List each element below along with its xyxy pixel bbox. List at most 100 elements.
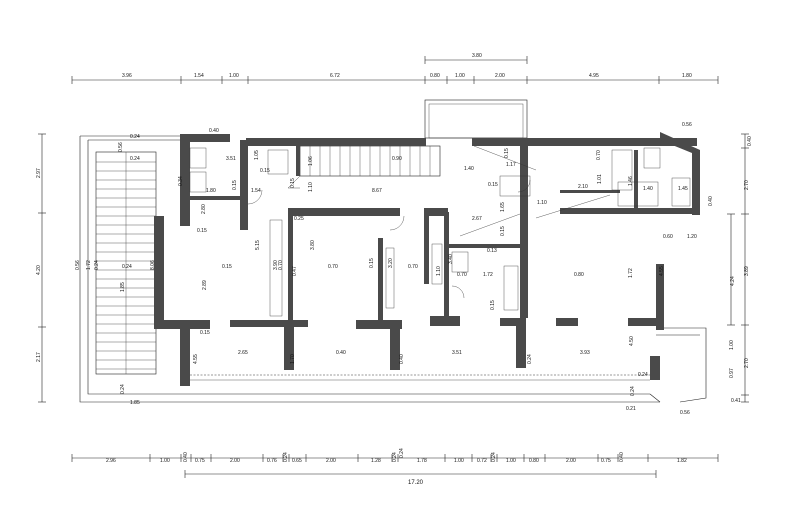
interior-dim-54: 0.15 — [490, 300, 496, 310]
dim-top-7: 4.95 — [589, 73, 599, 79]
terrace-outline — [79, 135, 707, 403]
dim-left-1: 4.20 — [36, 265, 42, 275]
interior-dim-11: 0.70 — [596, 150, 602, 160]
dim-top-5: 1.00 — [455, 73, 465, 79]
interior-dim-10: 0.15 — [504, 148, 510, 158]
interior-dim-58: 3.51 — [452, 350, 462, 356]
interior-dim-63: 0.40 — [399, 354, 405, 364]
interior-dimension-labels: 0.40 0.24 0.56 0.24 3.51 1.05 1.06 0.90 … — [75, 122, 714, 458]
interior-dim-62: 1.70 — [290, 354, 296, 364]
interior-dim-12: 2.10 — [578, 184, 588, 190]
interior-dim-48: 4.55 — [659, 266, 665, 276]
interior-dim-40: 3.90 — [273, 260, 279, 270]
dim-bottom-5: 0.76 — [267, 458, 277, 464]
interior-dim-72: 0.56 — [680, 410, 690, 416]
dim-left-0: 2.97 — [36, 168, 42, 178]
right-dimension-chain: 0.40 2.70 3.89 4.24 1.00 2.70 0.97 0.41 — [727, 133, 753, 404]
interior-dim-67: 0.24 — [630, 386, 636, 396]
dim-bottom-7: 0.65 — [292, 458, 302, 464]
interior-dim-77: 0.24 — [94, 260, 100, 270]
interior-dim-78: 8.06 — [150, 260, 156, 270]
dim-right-7: 0.41 — [731, 398, 741, 404]
interior-dim-61: 4.55 — [193, 354, 199, 364]
interior-dim-24: 8.67 — [372, 188, 382, 194]
interior-dim-73: 0.24 — [122, 264, 132, 270]
dim-top-0: 3.96 — [122, 73, 132, 79]
interior-dim-66: 0.24 — [638, 372, 648, 378]
interior-dim-55: 0.15 — [200, 330, 210, 336]
dim-bottom-19: 0.40 — [619, 452, 625, 462]
dim-left-2: 2.17 — [36, 352, 42, 362]
interior-dim-68: 0.21 — [626, 406, 636, 412]
interior-dim-39: 0.15 — [222, 264, 232, 270]
interior-dim-43: 0.70 — [408, 264, 418, 270]
interior-dim-28: 2.80 — [201, 204, 207, 214]
interior-dim-44: 1.10 — [436, 266, 442, 276]
interior-dim-26: 1.10 — [537, 200, 547, 206]
interior-dim-3: 0.24 — [130, 156, 140, 162]
interior-dim-45: 0.70 — [457, 272, 467, 278]
dim-bottom-16: 0.80 — [529, 458, 539, 464]
dim-top-1: 1.54 — [194, 73, 204, 79]
interior-dim-14: 1.46 — [628, 176, 634, 186]
dim-bottom-4: 2.00 — [230, 458, 240, 464]
interior-dim-21: 1.54 — [251, 188, 261, 194]
dim-bottom-1: 1.00 — [160, 458, 170, 464]
interior-dim-65: 0.24 — [399, 448, 405, 458]
interior-dim-7: 0.90 — [392, 156, 402, 162]
stair-left — [95, 151, 157, 375]
walls — [154, 132, 700, 386]
dim-total-width: 17.20 — [408, 480, 424, 486]
interior-dim-52: 0.13 — [487, 248, 497, 254]
dim-top-4: 0.80 — [430, 73, 440, 79]
dim-right-2: 3.89 — [744, 266, 750, 276]
dim-bottom-13: 0.72 — [477, 458, 487, 464]
interior-dim-5: 1.05 — [254, 150, 260, 160]
fixtures — [189, 145, 691, 317]
interior-dim-46: 0.80 — [574, 272, 584, 278]
interior-dim-31: 2.67 — [472, 216, 482, 222]
interior-dim-35: 5.15 — [255, 240, 261, 250]
interior-dim-79: 0.34 — [178, 176, 184, 186]
left-dimension-chain: 2.97 4.20 2.17 — [36, 133, 46, 403]
dim-right-6: 0.97 — [729, 368, 735, 378]
interior-dim-42: 3.20 — [388, 258, 394, 268]
dim-bottom-17: 2.00 — [566, 458, 576, 464]
interior-dim-70: 0.24 — [120, 384, 126, 394]
dim-right-5: 2.70 — [744, 358, 750, 368]
interior-dim-25: 1.65 — [500, 202, 506, 212]
dim-top-6: 2.00 — [495, 73, 505, 79]
dim-right-4: 1.00 — [729, 340, 735, 350]
interior-dim-60: 4.50 — [629, 336, 635, 346]
dim-bottom-9: 1.28 — [371, 458, 381, 464]
top-dimension-chain: 3.96 1.54 1.00 6.72 0.80 1.00 2.00 4.95 … — [71, 53, 719, 84]
interior-dim-15: 1.40 — [643, 186, 653, 192]
interior-dim-8: 1.40 — [464, 166, 474, 172]
dim-top-8: 1.80 — [682, 73, 692, 79]
interior-dim-17: 0.40 — [708, 196, 714, 206]
interior-dim-16: 1.45 — [678, 186, 688, 192]
interior-dim-22: 0.15 — [290, 178, 296, 188]
interior-dim-27: 0.15 — [488, 182, 498, 188]
interior-dim-36: 3.80 — [310, 240, 316, 250]
interior-dim-33: 1.20 — [687, 234, 697, 240]
dim-top-2: 1.00 — [229, 73, 239, 79]
interior-dim-76: 0.56 — [75, 260, 81, 270]
interior-dim-75: 1.72 — [86, 260, 92, 270]
interior-dim-74: 1.85 — [120, 282, 126, 292]
interior-dim-2: 0.56 — [118, 142, 124, 152]
interior-dim-0: 0.40 — [209, 128, 219, 134]
interior-dim-18: 0.15 — [232, 180, 238, 190]
interior-dim-53: 0.15 — [500, 226, 506, 236]
interior-dim-34: 1.72 — [483, 272, 493, 278]
interior-dim-69: 0.56 — [682, 122, 692, 128]
dim-bottom-15: 1.00 — [506, 458, 516, 464]
interior-dim-57: 0.40 — [336, 350, 346, 356]
dim-bottom-8: 2.00 — [326, 458, 336, 464]
interior-dim-64: 0.24 — [527, 354, 533, 364]
interior-dim-29: 0.15 — [197, 228, 207, 234]
dim-bottom-11: 1.78 — [417, 458, 427, 464]
interior-dim-37: 0.15 — [369, 258, 375, 268]
interior-dim-51: 3.40 — [448, 254, 454, 264]
